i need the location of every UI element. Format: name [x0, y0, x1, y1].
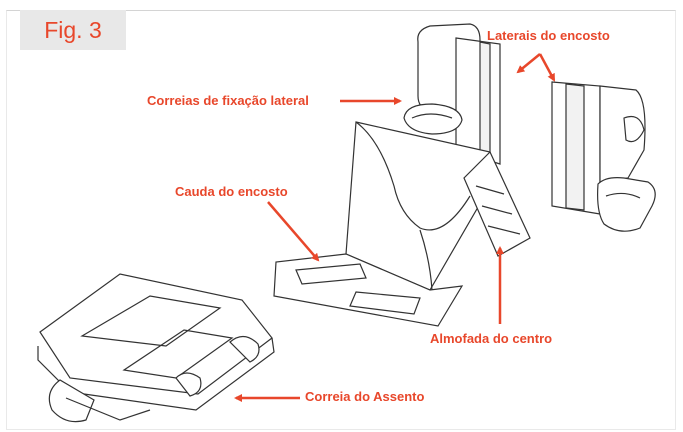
figure-number: Fig. 3: [44, 16, 102, 43]
label-center-cushion: Almofada do centro: [430, 331, 553, 346]
figure-number-tab: Fig. 3: [20, 10, 126, 50]
backrest-assembly: [273, 121, 531, 327]
label-back-sides: Laterais do encosto: [487, 28, 610, 43]
back-side-panel-right: [551, 81, 656, 232]
figure-border: [6, 10, 676, 430]
label-back-tail: Cauda do encosto: [175, 184, 288, 199]
arrow-back-sides-right: [538, 53, 556, 82]
label-seat-strap: Correia do Assento: [305, 389, 425, 404]
seat-base: [37, 273, 275, 423]
arrow-back-sides-left: [516, 53, 541, 74]
label-side-straps: Correias de fixação lateral: [147, 93, 309, 108]
back-side-panel-left: [403, 23, 501, 165]
arrow-back-tail: [267, 201, 320, 262]
